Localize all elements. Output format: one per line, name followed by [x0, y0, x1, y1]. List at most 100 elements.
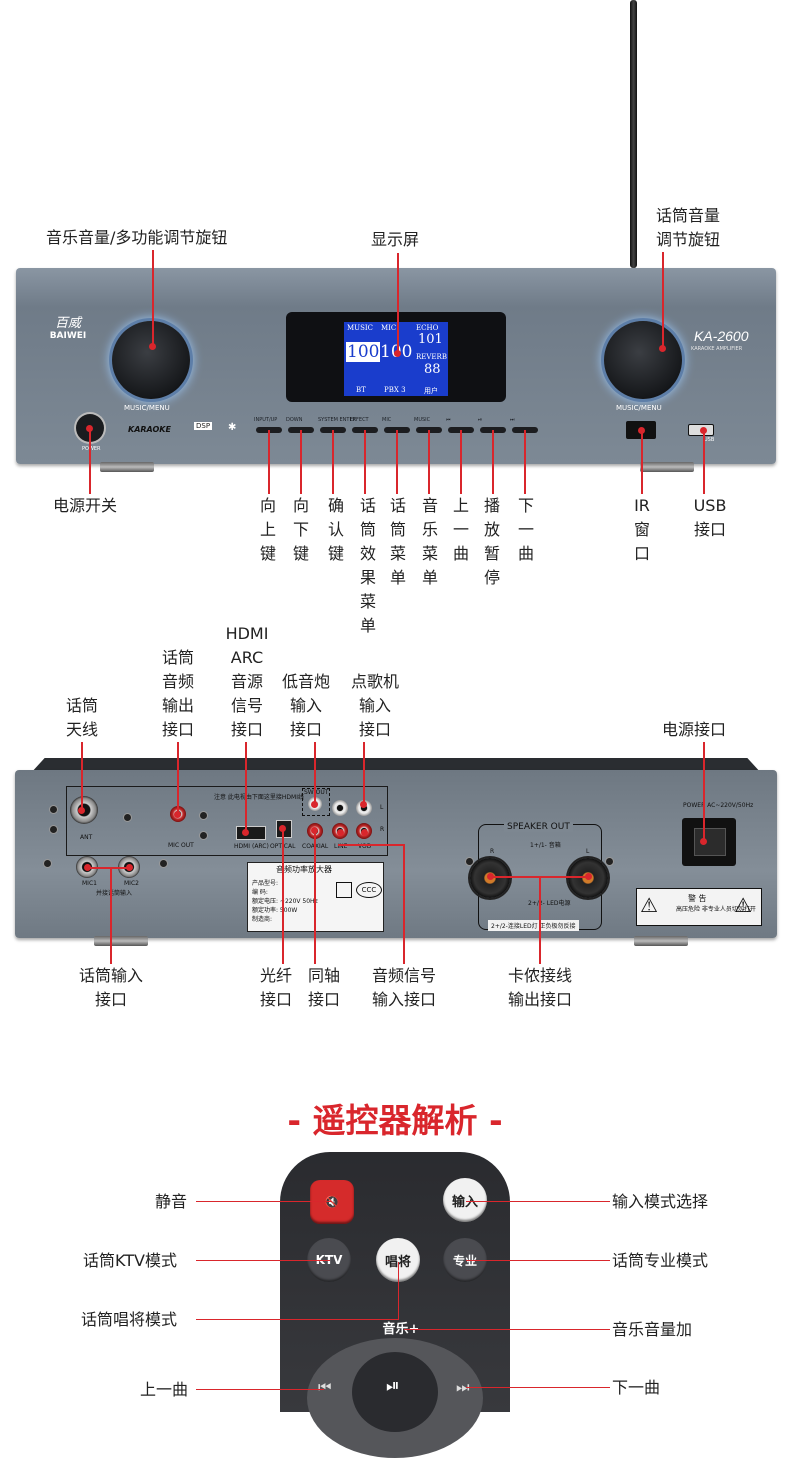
remote-input-button[interactable]: 输入	[443, 1178, 487, 1222]
remote-next-button[interactable]: ⏭	[456, 1378, 470, 1396]
hdmi-note: 注意 此电视由下面这里接HDMI线	[214, 794, 304, 801]
dot-speakon-r	[487, 873, 494, 880]
music-volume-knob[interactable]	[112, 321, 190, 399]
screw	[200, 832, 207, 839]
dot-display	[394, 350, 401, 357]
label-front-button: 话筒菜单	[389, 496, 406, 587]
leader-front-button	[524, 430, 526, 494]
leader-front-button	[364, 430, 366, 494]
remote-play-button[interactable]: ⏯	[386, 1376, 400, 1396]
remote-pro-button[interactable]: 专业	[443, 1238, 487, 1282]
front-panel-button-caption: ⏮	[446, 417, 451, 423]
mic-volume-knob[interactable]	[604, 321, 682, 399]
label-display: 显示屏	[371, 230, 420, 249]
sw-out-frame	[302, 788, 330, 816]
leader-music-knob	[152, 250, 154, 346]
speaker-r-mark: R	[490, 848, 495, 855]
label-usb: USB接口	[693, 496, 727, 539]
mic-parallel-note: 并接话筒输入	[96, 890, 133, 897]
label-front-button: 上一曲	[452, 496, 469, 563]
label-subwoofer: 低音炮 输入 接口	[281, 672, 330, 739]
label-antenna: 话筒 天线	[65, 696, 98, 739]
sticker-line: 制造商:	[252, 916, 273, 923]
front-foot-left	[100, 462, 154, 472]
mic-out-caption: MIC OUT	[168, 842, 194, 849]
remote-mute-button[interactable]: 🔇	[310, 1180, 354, 1224]
mute-icon: 🔇	[324, 1195, 340, 1209]
leader-power-input	[703, 742, 705, 842]
leader-remote-singer-h	[196, 1319, 399, 1320]
sticker-line: 产品型号:	[252, 880, 279, 887]
sticker-title: 音频功率放大器	[276, 865, 332, 874]
sticker-line: 额定功率: 500W	[252, 907, 298, 914]
brand-name: BAIWEI	[49, 331, 87, 341]
remote-music-plus-button[interactable]: 音乐+	[382, 1322, 420, 1337]
ac-socket-inner	[694, 828, 726, 856]
remote-prev-button[interactable]: ⏮	[318, 1378, 332, 1396]
leader-front-button	[460, 430, 462, 494]
label-remote-prev: 上一曲	[140, 1380, 189, 1399]
lcd-screen: MUSIC MIC ECHO 100 100 101 REVERB 88 BT …	[344, 322, 448, 396]
leader-mic-input-h	[87, 867, 131, 869]
label-remote-next: 下一曲	[612, 1378, 661, 1397]
dot-optical	[279, 825, 286, 832]
label-front-button: 播放暂停	[483, 496, 500, 587]
back-io-frame	[66, 786, 388, 856]
dot-vod	[360, 801, 367, 808]
model-name: KA-2600	[694, 328, 749, 344]
dot-power	[86, 425, 93, 432]
ccc-mark-icon: CCC	[356, 882, 382, 898]
leader-ir	[641, 430, 643, 494]
leader-remote-next	[466, 1387, 610, 1388]
lcd-echo-value: 101	[418, 332, 443, 347]
dot-hdmi	[242, 829, 249, 836]
leader-mic-knob	[662, 252, 664, 348]
leader-remote-mute	[196, 1201, 332, 1202]
label-music-knob: 音乐音量/多功能调节旋钮	[46, 228, 228, 247]
sticker-line: 额定电压: ~220V 50Hz	[252, 898, 318, 905]
hdmi-arc-port[interactable]	[236, 826, 266, 840]
warning-label	[636, 888, 762, 926]
lcd-echo-label: ECHO	[416, 324, 439, 332]
lcd-bt: BT	[356, 386, 366, 394]
dot-antenna	[78, 807, 85, 814]
label-ir: IR窗口	[633, 496, 650, 563]
back-foot-right	[634, 936, 688, 946]
model-subtitle: KARAOKE AMPLIFIER	[691, 346, 743, 352]
leader-optical	[282, 828, 284, 964]
leader-front-button	[396, 430, 398, 494]
label-speakon: 卡侬接线 输出接口	[507, 966, 572, 1009]
power-rating: POWER AC~220V/50Hz	[683, 802, 754, 809]
usb-caption: USB	[704, 437, 715, 443]
label-vod: 点歌机 输入 接口	[350, 672, 399, 739]
leader-front-button	[268, 430, 270, 494]
label-remote-singer: 话筒唱将模式	[81, 1310, 178, 1329]
label-remote-ktv: 话筒KTV模式	[83, 1251, 177, 1270]
leader-front-button	[332, 430, 334, 494]
ant-caption: ANT	[80, 834, 93, 841]
leader-remote-singer-v	[398, 1262, 399, 1320]
power-caption: POWER	[82, 446, 101, 452]
speaker-note-2: 2+/2- LED电源	[528, 900, 571, 907]
speaker-l-mark: L	[586, 848, 590, 855]
lcd-reverb-label: REVERB	[416, 353, 447, 361]
hazard-icon-right: ⚠	[734, 893, 752, 917]
label-audio-input: 音频信号 输入接口	[371, 966, 436, 1009]
front-panel-button-caption: ⏯	[478, 417, 483, 423]
vod-l-mark: L	[380, 804, 384, 811]
label-mic-input: 话筒输入 接口	[78, 966, 143, 1009]
label-remote-pro: 话筒专业模式	[612, 1251, 709, 1270]
screw	[160, 860, 167, 867]
leader-remote-music-plus	[404, 1329, 610, 1330]
remote-singer-button[interactable]: 唱将	[376, 1238, 420, 1282]
leader-remote-prev	[196, 1389, 324, 1390]
leader-audio-input-v	[403, 844, 405, 964]
screw	[44, 860, 51, 867]
leader-coaxial	[314, 830, 316, 964]
speaker-note-1: 1+/1- 音箱	[530, 842, 561, 849]
line-jack-l[interactable]	[332, 800, 348, 816]
dot-power-input	[700, 838, 707, 845]
dot-mic-out	[174, 811, 181, 818]
line-caption: LINE	[334, 843, 348, 850]
back-foot-left	[94, 936, 148, 946]
